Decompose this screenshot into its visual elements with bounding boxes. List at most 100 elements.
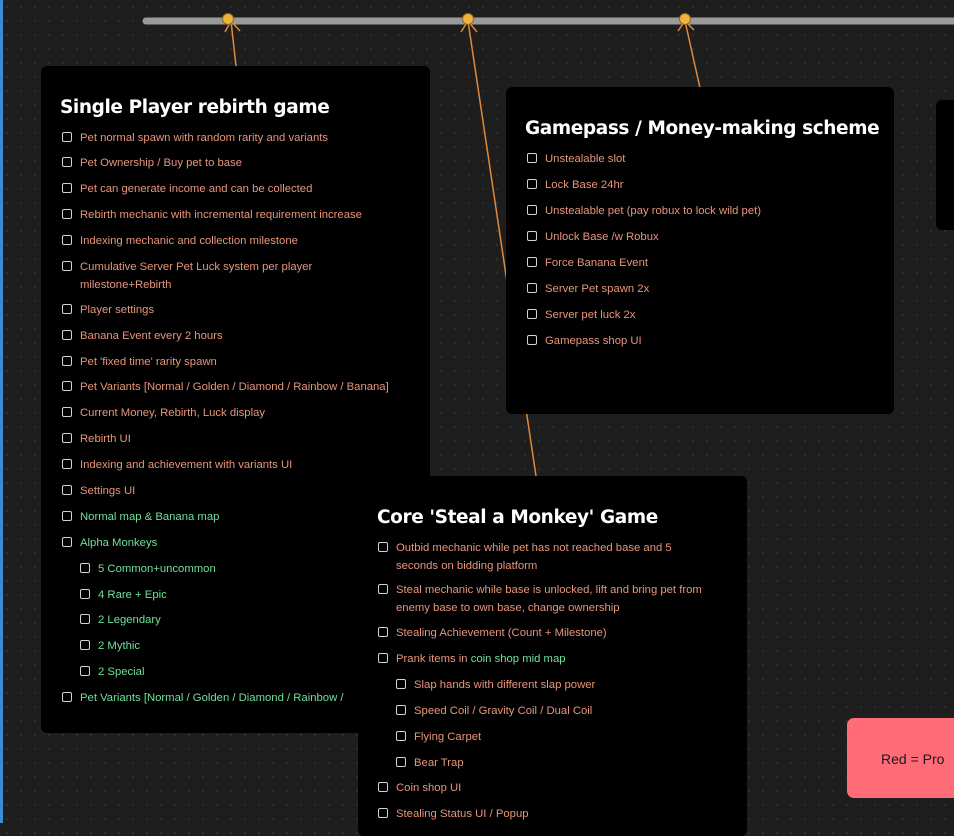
checklist-item[interactable]: Steal mechanic while base is unlocked, l… xyxy=(378,581,713,617)
checklist-item[interactable]: Pet 'fixed time' rarity spawn xyxy=(62,353,428,371)
checkbox[interactable] xyxy=(396,757,406,767)
checkbox[interactable] xyxy=(80,640,90,650)
checklist-item[interactable]: Stealing Status UI / Popup xyxy=(378,805,713,823)
checklist-item[interactable]: Stealing Achievement (Count + Milestone) xyxy=(378,624,713,642)
checklist-item[interactable]: Rebirth UI xyxy=(62,430,428,448)
checkbox[interactable] xyxy=(62,511,72,521)
checkbox[interactable] xyxy=(378,627,388,637)
checklist-subitem[interactable]: Bear Trap xyxy=(396,754,713,772)
checklist-item[interactable]: Unlock Base /w Robux xyxy=(527,228,887,246)
checklist: Unstealable slot Lock Base 24hr Unsteala… xyxy=(527,150,887,350)
checkbox[interactable] xyxy=(527,179,537,189)
checklist-item[interactable]: Cumulative Server Pet Luck system per pl… xyxy=(62,258,352,294)
checklist-item[interactable]: Server Pet spawn 2x xyxy=(527,280,887,298)
canvas-left-edge xyxy=(0,0,3,823)
checkbox[interactable] xyxy=(378,584,388,594)
checklist-subitem[interactable]: 2 Mythic xyxy=(80,637,428,655)
checklist-item[interactable]: Settings UI xyxy=(62,482,428,500)
checkbox[interactable] xyxy=(378,542,388,552)
card-single-player[interactable]: Single Player rebirth game Pet normal sp… xyxy=(41,66,430,733)
checkbox[interactable] xyxy=(378,782,388,792)
checklist-item[interactable]: Server pet luck 2x xyxy=(527,306,887,324)
checkbox[interactable] xyxy=(527,231,537,241)
checkbox[interactable] xyxy=(62,330,72,340)
checklist-item[interactable]: Indexing mechanic and collection milesto… xyxy=(62,232,428,250)
checklist-item[interactable]: Unstealable slot xyxy=(527,150,887,168)
checklist-item[interactable]: Current Money, Rebirth, Luck display xyxy=(62,404,428,422)
checkbox[interactable] xyxy=(378,808,388,818)
timeline-node-1 xyxy=(222,13,234,25)
checklist-item[interactable]: Pet Ownership / Buy pet to base xyxy=(62,154,428,172)
checklist-item[interactable]: Pet can generate income and can be colle… xyxy=(62,180,428,198)
checkbox[interactable] xyxy=(62,537,72,547)
checklist-item[interactable]: Rebirth mechanic with incremental requir… xyxy=(62,206,428,224)
checkbox[interactable] xyxy=(527,257,537,267)
checkbox[interactable] xyxy=(62,157,72,167)
checkbox[interactable] xyxy=(527,283,537,293)
checklist-item[interactable]: Pet normal spawn with random rarity and … xyxy=(62,129,428,147)
checkbox[interactable] xyxy=(62,235,72,245)
checkbox[interactable] xyxy=(62,209,72,219)
card-gamepass-title: Gamepass / Money-making scheme xyxy=(525,118,880,139)
checkbox[interactable] xyxy=(527,335,537,345)
checklist: Pet normal spawn with random rarity and … xyxy=(62,129,428,707)
coin-shop-highlight: coin shop mid map xyxy=(470,653,566,665)
card-single-player-title: Single Player rebirth game xyxy=(60,97,330,118)
checkbox[interactable] xyxy=(80,614,90,624)
card-core-title: Core 'Steal a Monkey' Game xyxy=(377,507,658,528)
checkbox[interactable] xyxy=(62,485,72,495)
checkbox[interactable] xyxy=(62,433,72,443)
legend-text: Red = Pro xyxy=(881,751,945,767)
checkbox[interactable] xyxy=(80,563,90,573)
checklist-item[interactable]: Unstealable pet (pay robux to lock wild … xyxy=(527,202,887,220)
legend-note[interactable]: Red = Pro xyxy=(847,718,954,798)
checkbox[interactable] xyxy=(378,653,388,663)
checkbox[interactable] xyxy=(62,459,72,469)
checkbox[interactable] xyxy=(62,261,72,271)
checkbox[interactable] xyxy=(62,407,72,417)
checklist-subitem[interactable]: 5 Common+uncommon xyxy=(80,560,428,578)
checklist-item[interactable]: Outbid mechanic while pet has not reache… xyxy=(378,539,713,575)
checkbox[interactable] xyxy=(396,679,406,689)
checklist-item[interactable]: Normal map & Banana map xyxy=(62,508,428,526)
checkbox[interactable] xyxy=(62,304,72,314)
checkbox[interactable] xyxy=(396,731,406,741)
checklist-item[interactable]: Coin shop UI xyxy=(378,779,713,797)
checkbox[interactable] xyxy=(80,666,90,676)
checkbox[interactable] xyxy=(527,205,537,215)
checkbox[interactable] xyxy=(527,153,537,163)
card-gamepass[interactable]: Gamepass / Money-making scheme Unstealab… xyxy=(506,87,894,414)
checklist-item[interactable]: Pet Variants [Normal / Golden / Diamond … xyxy=(62,378,428,396)
card-core[interactable]: Core 'Steal a Monkey' Game Outbid mechan… xyxy=(358,476,747,836)
checklist-item[interactable]: Indexing and achievement with variants U… xyxy=(62,456,428,474)
arrow-single-player xyxy=(230,20,237,67)
checklist-item[interactable]: Player settings xyxy=(62,301,428,319)
checklist-subitem[interactable]: Speed Coil / Gravity Coil / Dual Coil xyxy=(396,702,713,720)
checkbox[interactable] xyxy=(62,132,72,142)
checklist-subitem[interactable]: 2 Special xyxy=(80,663,428,681)
checkbox[interactable] xyxy=(80,589,90,599)
checkbox[interactable] xyxy=(62,692,72,702)
checklist-item[interactable]: Alpha Monkeys xyxy=(62,534,428,552)
checkbox[interactable] xyxy=(396,705,406,715)
checklist-item[interactable]: Gamepass shop UI xyxy=(527,332,887,350)
checklist-subitem[interactable]: 2 Legendary xyxy=(80,611,428,629)
checklist: Outbid mechanic while pet has not reache… xyxy=(378,539,713,823)
timeline-node-3 xyxy=(679,13,691,25)
card-partial-right[interactable] xyxy=(936,100,954,230)
checklist-subitem[interactable]: Slap hands with different slap power xyxy=(396,676,713,694)
checklist-item[interactable]: Banana Event every 2 hours xyxy=(62,327,428,345)
timeline-node-2 xyxy=(462,13,474,25)
checkbox[interactable] xyxy=(62,356,72,366)
checkbox[interactable] xyxy=(527,309,537,319)
checklist-item[interactable]: Lock Base 24hr xyxy=(527,176,887,194)
arrow-gamepass xyxy=(684,20,701,89)
checkbox[interactable] xyxy=(62,183,72,193)
checklist-subitem[interactable]: Flying Carpet xyxy=(396,728,713,746)
checklist-item[interactable]: Force Banana Event xyxy=(527,254,887,272)
checklist-item[interactable]: Pet Variants [Normal / Golden / Diamond … xyxy=(62,689,428,707)
checklist-subitem[interactable]: 4 Rare + Epic xyxy=(80,586,428,604)
checkbox[interactable] xyxy=(62,381,72,391)
checklist-item[interactable]: Prank items in coin shop mid map xyxy=(378,650,713,668)
